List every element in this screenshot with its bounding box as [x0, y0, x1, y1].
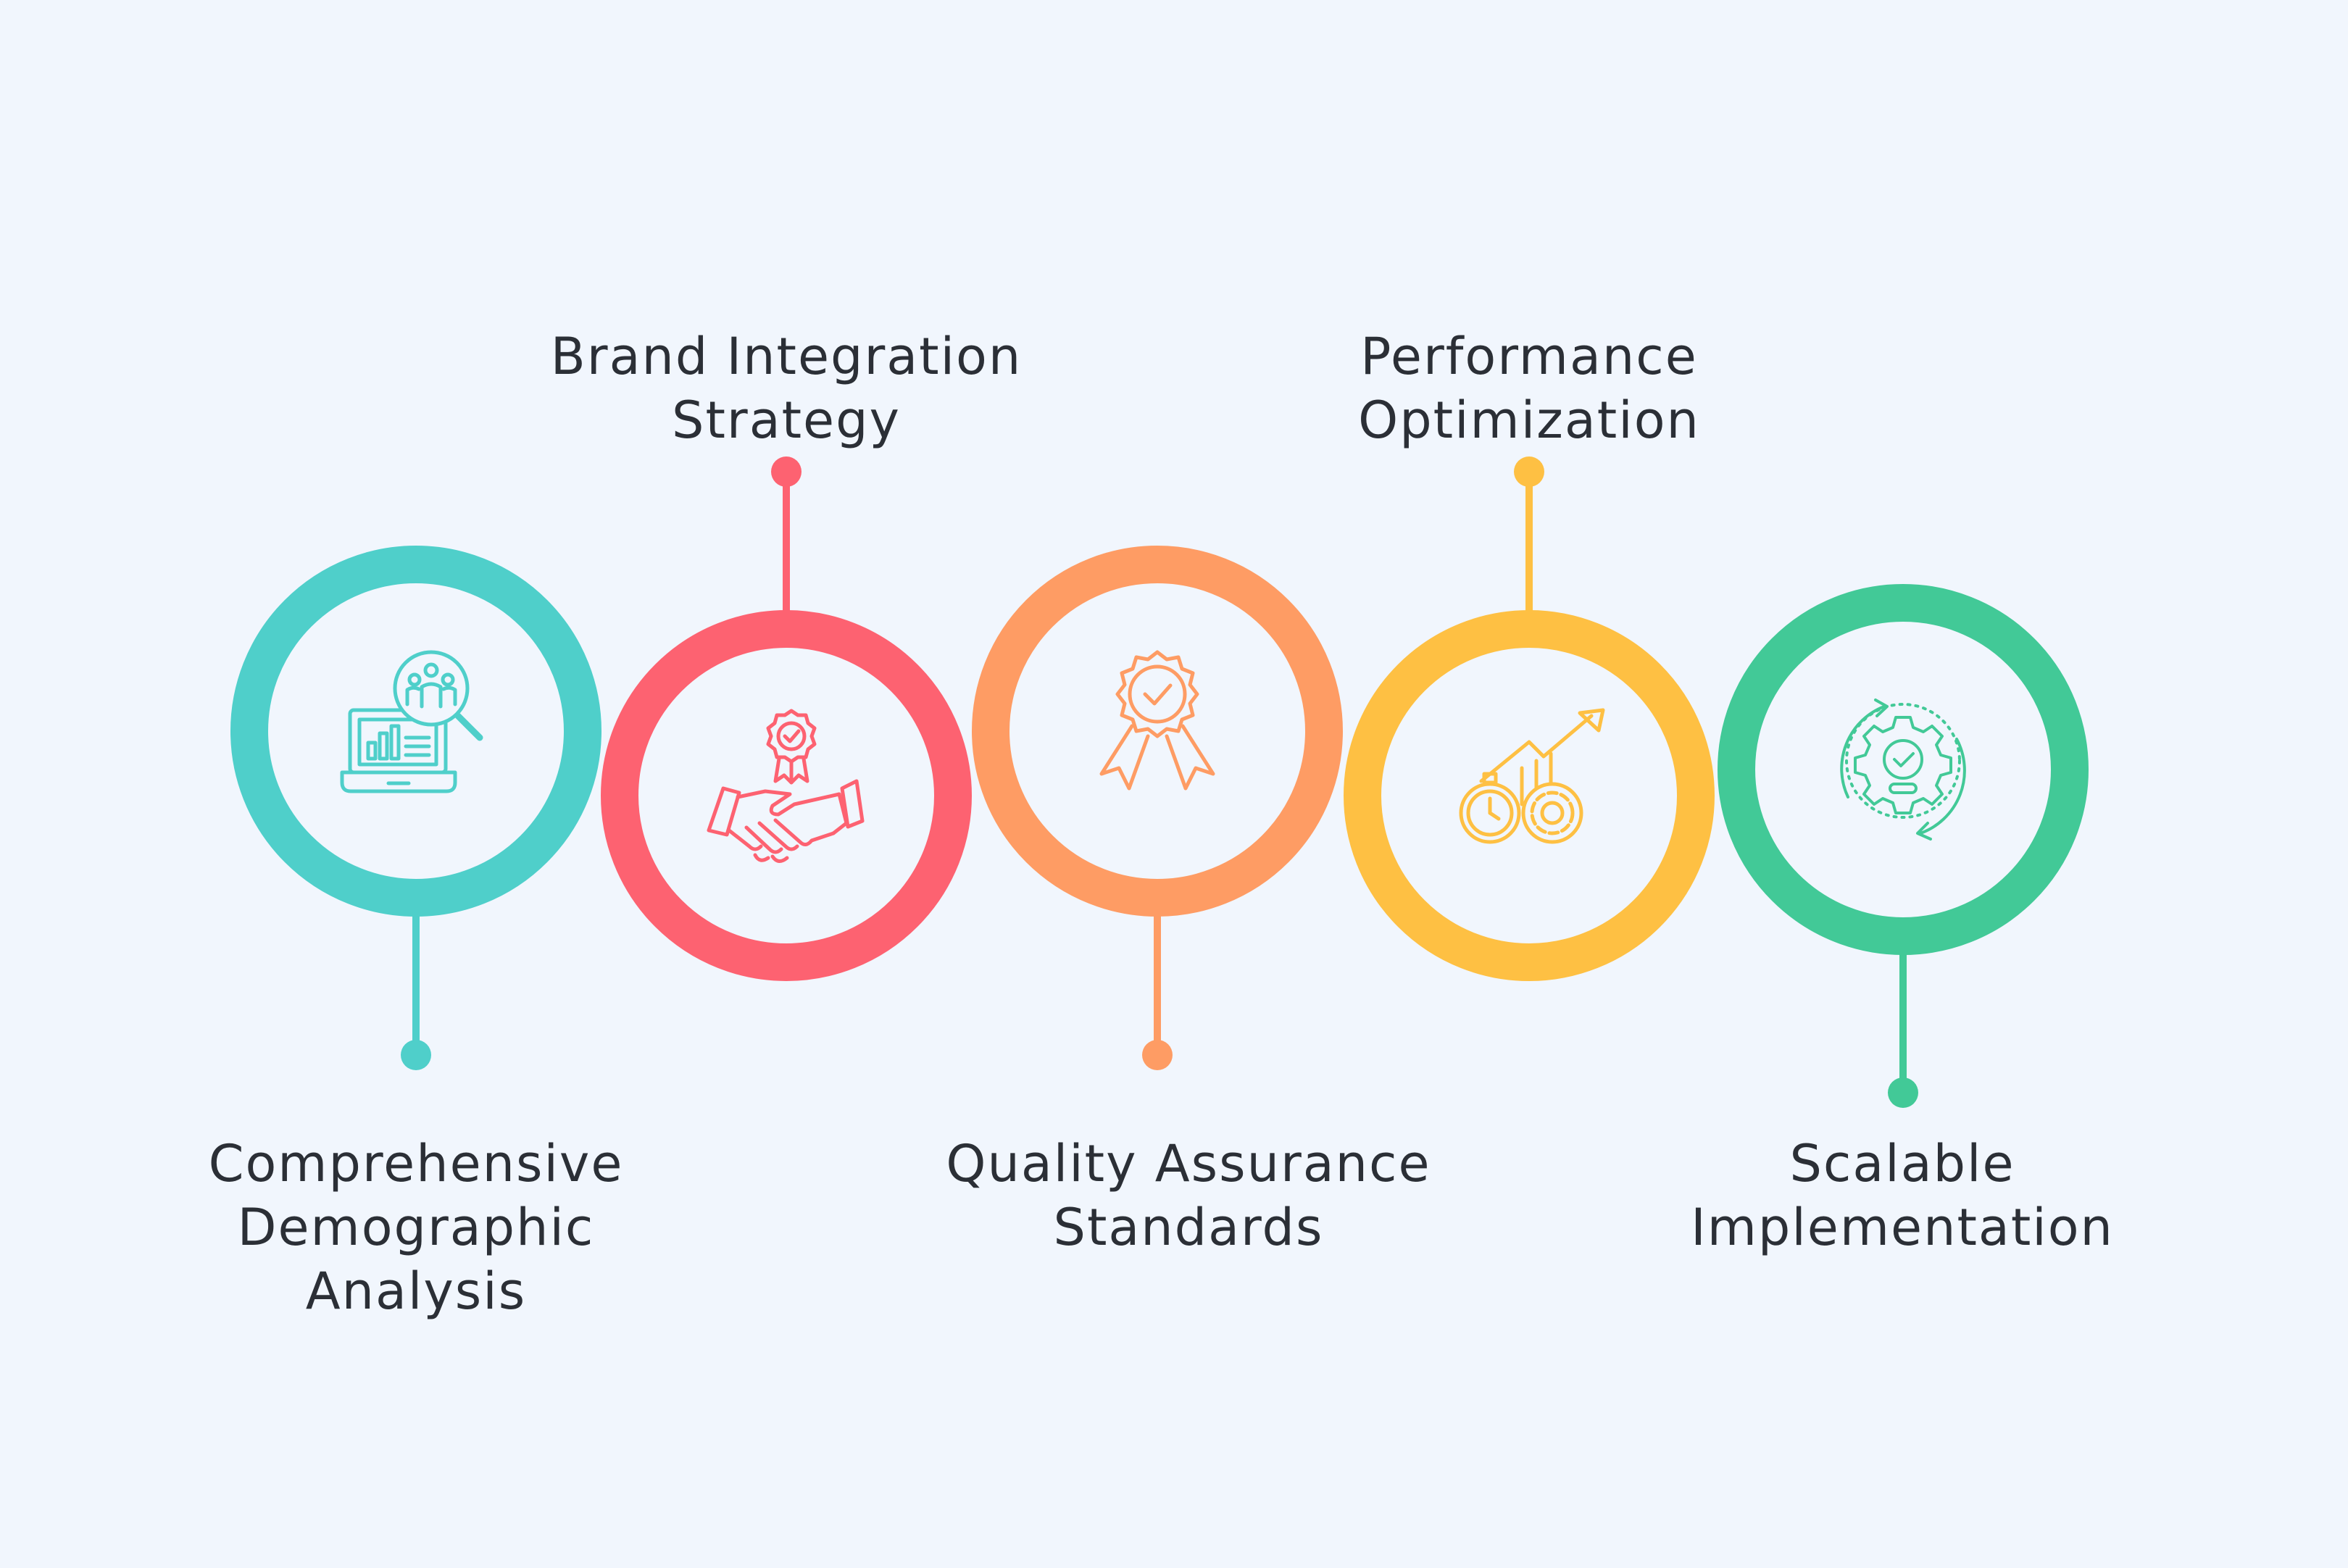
connector-dot-scalable [1888, 1077, 1918, 1108]
connector-dot-performance [1514, 456, 1544, 487]
gear-cycle-icon [1840, 698, 1966, 841]
label-line: Demographic [237, 1198, 595, 1257]
label-quality: Quality Assurance Standards [899, 1132, 1478, 1259]
label-line: Quality Assurance [946, 1134, 1431, 1193]
label-line: Analysis [305, 1262, 527, 1321]
label-line: Scalable [1789, 1134, 2015, 1193]
label-line: Implementation [1691, 1198, 2114, 1257]
step-scalable [1718, 584, 2089, 1108]
label-brand: Brand Integration Strategy [533, 325, 1040, 452]
step-brand [601, 456, 972, 981]
label-line: Standards [1053, 1198, 1324, 1257]
ring-brand [601, 610, 972, 981]
label-line: Performance [1360, 327, 1698, 386]
ring-scalable [1718, 584, 2089, 955]
label-demographic: Comprehensive Demographic Analysis [199, 1132, 633, 1323]
label-line: Strategy [672, 391, 901, 450]
connector-dot-brand [771, 456, 802, 487]
connector-dot-quality [1142, 1040, 1173, 1070]
label-line: Comprehensive [208, 1134, 624, 1193]
label-line: Optimization [1358, 391, 1700, 450]
ring-quality [972, 546, 1343, 917]
label-scalable: Scalable Implementation [1674, 1132, 2131, 1259]
quality-badge-icon [1099, 650, 1215, 791]
step-performance [1344, 456, 1715, 981]
market-research-icon [340, 650, 483, 793]
step-demographic [230, 546, 601, 1070]
performance-gears-icon [1459, 708, 1605, 844]
connector-dot-demographic [401, 1040, 431, 1070]
step-quality [972, 546, 1343, 1070]
handshake-award-icon [707, 709, 865, 863]
ring-performance [1344, 610, 1715, 981]
ring-demographic [230, 546, 601, 917]
label-performance: Performance Optimization [1275, 325, 1783, 452]
label-line: Brand Integration [550, 327, 1023, 386]
